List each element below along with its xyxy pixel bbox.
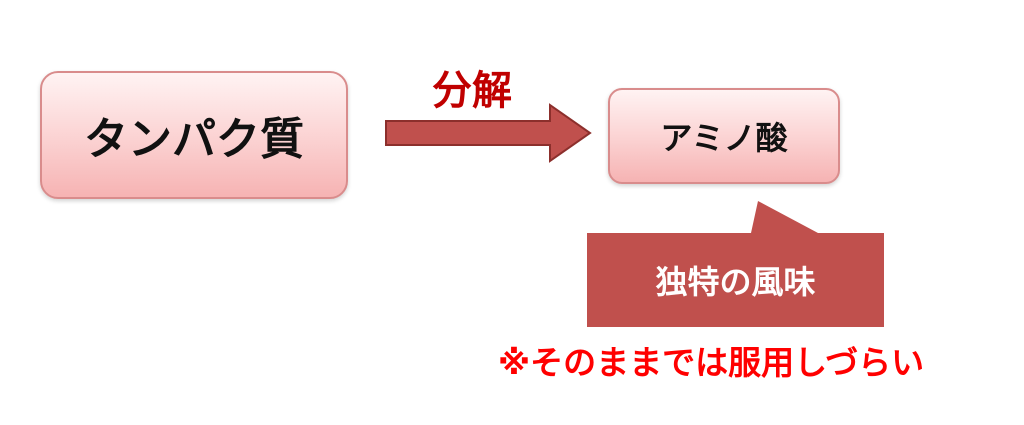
amino-acid-node: アミノ酸: [608, 88, 840, 184]
right-arrow-icon: [385, 103, 592, 163]
decompose-label: 分解: [432, 68, 512, 114]
note-text: ※そのままでは服用しづらい: [498, 343, 925, 382]
arrow-shape: [385, 103, 592, 163]
amino-acid-label: アミノ酸: [660, 119, 788, 157]
protein-node: タンパク質: [40, 71, 348, 199]
callout-shape: [587, 201, 884, 327]
protein-label: タンパク質: [84, 114, 304, 165]
callout-bubble: [587, 201, 884, 327]
callout-label: 独特の風味: [655, 263, 816, 301]
